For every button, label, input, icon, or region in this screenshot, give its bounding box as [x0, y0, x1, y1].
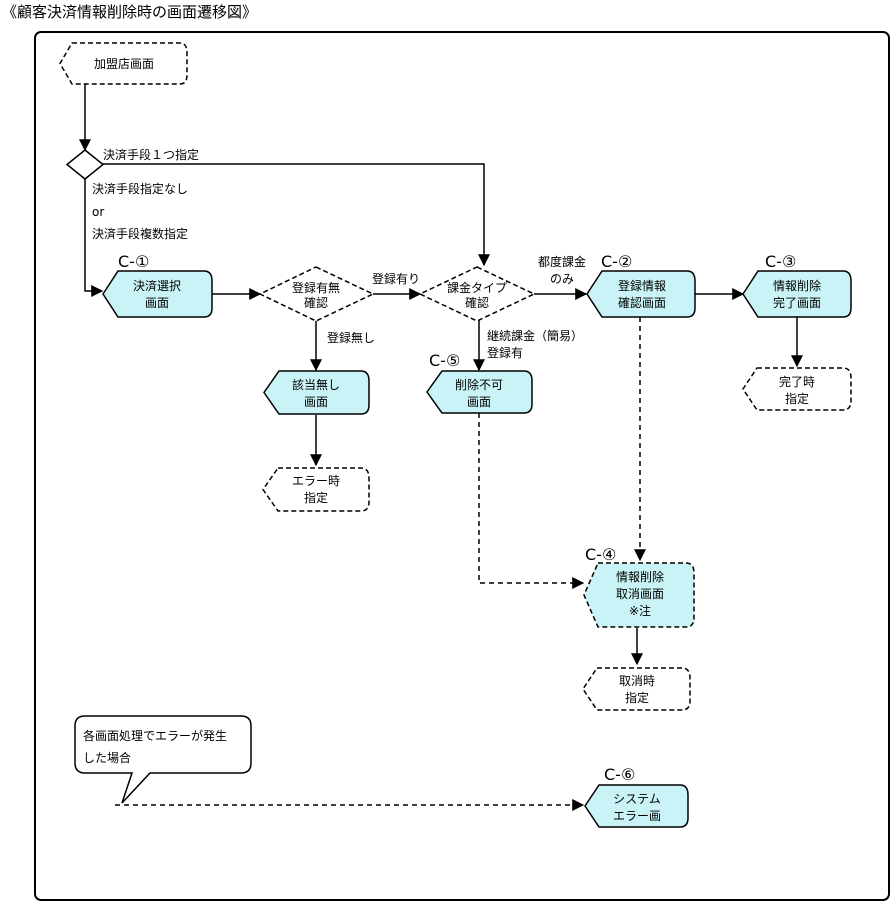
diagram-frame: [34, 31, 890, 901]
edge-label-not-registered: 登録無し: [327, 330, 375, 345]
edge-label-no-method: 決済手段指定なし: [92, 181, 188, 196]
edge-label-multi-method: 決済手段複数指定: [92, 226, 188, 241]
edge-label-registered: 登録有り: [372, 271, 420, 286]
reg-check-label-2: 確認: [304, 295, 328, 310]
edge-c5-to-c4: [478, 413, 585, 589]
c6-label-2: エラー画: [613, 809, 661, 823]
cancel-spec-node: [582, 667, 691, 711]
c4-label-1: 情報削除: [616, 569, 664, 584]
c6-label-1: システム: [613, 792, 661, 806]
c3-label-2: 完了画面: [773, 295, 821, 310]
diagram-title: 《顧客決済情報削除時の画面遷移図》: [2, 3, 258, 21]
c6-node: [584, 784, 689, 828]
complete-spec-node: [742, 367, 852, 411]
edge-branch-to-billing: [103, 163, 490, 267]
merchant-label: 加盟店画面: [94, 57, 154, 71]
error-spec-label-1: エラー時: [292, 474, 340, 488]
edge-label-continuous-1: 継続課金（簡易）: [487, 328, 583, 343]
reg-check-label-1: 登録有無: [292, 280, 340, 295]
edge-label-continuous-2: 登録有: [487, 345, 523, 360]
no-match-label-2: 画面: [304, 395, 328, 409]
callout-label-1: 各画面処理でエラーが発生: [83, 728, 227, 743]
c4-label-2: 取消画面: [616, 587, 664, 601]
branch-diamond: [65, 149, 105, 180]
complete-spec-label-2: 指定: [785, 391, 809, 406]
c2-label-1: 登録情報: [618, 278, 666, 293]
billing-check-label-1: 課金タイプ: [447, 280, 507, 295]
c5-label-1: 削除不可: [455, 377, 503, 392]
merchant-node: [59, 42, 188, 85]
cancel-spec-label-1: 取消時: [619, 674, 655, 688]
c2-node: [586, 270, 696, 318]
cancel-spec-label-2: 指定: [625, 690, 649, 705]
connectors: [79, 84, 803, 811]
edge-label-per-charge-1: 都度課金: [538, 254, 586, 269]
c1-label-1: 決済選択: [133, 278, 181, 293]
billing-check-label-2: 確認: [465, 295, 489, 310]
no-match-node: [263, 370, 370, 415]
c5-node: [426, 370, 533, 414]
c3-code: C-③: [765, 252, 796, 271]
c2-label-2: 確認画面: [618, 295, 666, 310]
reg-check-decision: [258, 266, 375, 322]
c4-code: C-④: [585, 545, 616, 564]
complete-spec-label-1: 完了時: [779, 374, 815, 389]
edge-label-per-charge-2: のみ: [550, 272, 574, 286]
c3-node: [742, 270, 852, 318]
edge-label-or: or: [92, 205, 104, 219]
c1-label-2: 画面: [145, 296, 169, 310]
c1-node: [102, 270, 213, 318]
callout-label-2: した場合: [83, 750, 131, 765]
edge-branch-to-c1: [84, 179, 104, 297]
c6-code: C-⑥: [604, 765, 635, 784]
c4-node: [583, 562, 695, 628]
c5-label-2: 画面: [467, 395, 491, 409]
error-spec-node: [262, 467, 370, 512]
c1-code: C-①: [118, 252, 149, 271]
c3-label-1: 情報削除: [773, 278, 821, 293]
c4-label-3: ※注: [629, 603, 651, 618]
no-match-label-1: 該当無し: [292, 377, 340, 392]
billing-check-decision: [418, 266, 536, 322]
c2-code: C-②: [601, 252, 632, 271]
error-callout: [74, 715, 252, 804]
edge-label-one-method: 決済手段１つ指定: [103, 147, 199, 162]
error-spec-label-2: 指定: [304, 490, 328, 505]
c5-code: C-⑤: [429, 351, 460, 370]
